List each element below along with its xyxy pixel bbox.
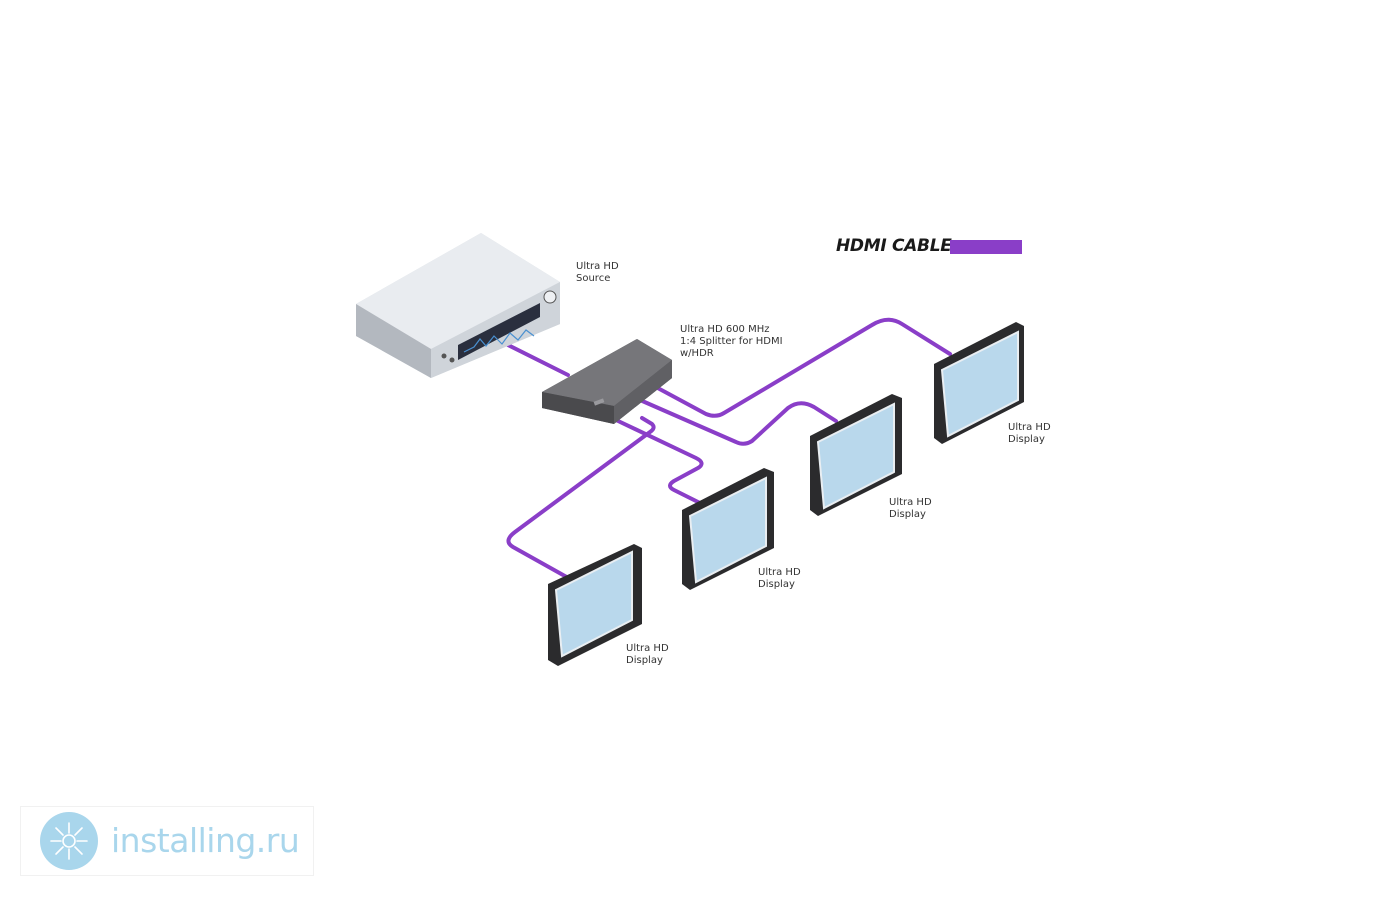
display-3 bbox=[810, 394, 902, 516]
splitter-label: Ultra HD 600 MHz 1:4 Splitter for HDMI w… bbox=[680, 324, 783, 360]
cable-source-to-splitter bbox=[496, 338, 570, 377]
display-2-label-line-1: Ultra HD bbox=[758, 567, 801, 578]
display-1-label-line-1: Ultra HD bbox=[626, 643, 669, 654]
cable-to-display-3 bbox=[638, 398, 838, 446]
display-2 bbox=[682, 468, 774, 590]
display-3-label: Ultra HD Display bbox=[889, 497, 932, 521]
splitter-label-line-1: Ultra HD 600 MHz bbox=[680, 324, 770, 335]
splitter-label-line-3: w/HDR bbox=[680, 348, 714, 359]
display-4-label-line-1: Ultra HD bbox=[1008, 422, 1051, 433]
display-4 bbox=[934, 322, 1024, 444]
source-label-line-1: Ultra HD bbox=[576, 261, 619, 272]
source-device bbox=[356, 233, 560, 378]
display-1 bbox=[548, 544, 642, 666]
legend-label: HDMI CABLE bbox=[836, 236, 952, 256]
cable-to-display-1 bbox=[506, 416, 656, 582]
display-1-label-line-2: Display bbox=[626, 655, 663, 666]
display-4-label: Ultra HD Display bbox=[1008, 422, 1051, 446]
display-3-label-line-2: Display bbox=[889, 509, 926, 520]
watermark-logo-icon bbox=[40, 812, 98, 870]
hdmi-cables bbox=[496, 317, 952, 582]
source-label-line-2: Source bbox=[576, 273, 611, 284]
display-4-label-line-2: Display bbox=[1008, 434, 1045, 445]
watermark: installing.ru bbox=[20, 806, 314, 876]
cable-to-display-4 bbox=[652, 317, 952, 418]
display-3-label-line-1: Ultra HD bbox=[889, 497, 932, 508]
cable-to-display-2 bbox=[614, 418, 704, 505]
source-label: Ultra HD Source bbox=[576, 261, 619, 285]
hdmi-cable-swatch bbox=[950, 240, 1022, 254]
display-1-label: Ultra HD Display bbox=[626, 643, 669, 667]
watermark-text: installing.ru bbox=[111, 821, 300, 860]
display-2-label-line-2: Display bbox=[758, 579, 795, 590]
splitter-label-line-2: 1:4 Splitter for HDMI bbox=[680, 336, 783, 347]
display-2-label: Ultra HD Display bbox=[758, 567, 801, 591]
splitter-device bbox=[542, 339, 672, 424]
